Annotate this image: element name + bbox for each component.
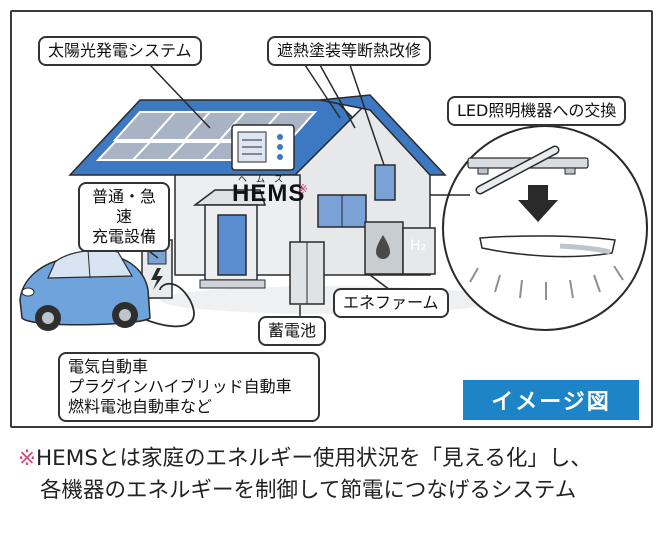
callout-lines [127,64,470,320]
footnote-line2: 各機器のエネルギーを制御して節電につなげるシステム [40,478,577,503]
vehicles-label-line3: 燃料電池自動車など [68,397,213,416]
hems-label: HEMS [232,180,306,207]
led-light-fixture [479,235,616,258]
charger-label: 普通・急速 充電設備 [78,182,170,252]
front-door [217,214,247,276]
h2-label: H₂ [410,238,427,254]
hems-note-mark: ※ [298,182,309,196]
image-figure-badge: イメージ図 [463,380,639,420]
ground-shadow [160,286,500,314]
gable-roof [319,94,447,176]
led-replacement-label: LED照明機器への交換 [447,96,627,126]
upper-window [374,164,396,201]
vehicles-label-line1: 電気自動車 [68,357,149,376]
insulation-label: 遮熱塗装等断熱改修 [267,36,432,66]
battery-label: 蓄電池 [258,316,327,346]
vehicles-label: 電気自動車 プラグインハイブリッド自動車 燃料電池自動車など [58,352,320,422]
charger-label-line1: 普通・急速 [91,187,156,226]
enefarm-unit-2 [402,227,436,275]
fluorescent-tube [477,147,558,193]
lightning-icon [151,268,163,290]
light-rays [469,265,624,300]
electric-car [19,249,151,331]
hems-ruby: ヘムス [238,175,293,185]
drop-icon [376,235,390,259]
down-arrow-icon [518,200,558,222]
solar-system-label: 太陽光発電システム [38,36,202,66]
vehicles-label-line2: プラグインハイブリッド自動車 [68,377,292,396]
footnote-text-1: HEMSとは家庭のエネルギー使用状況を「見える化」し、 [36,446,592,471]
charger-label-line2: 充電設備 [91,227,156,246]
footnote-mark: ※ [18,446,37,471]
enefarm-label: エネファーム [333,288,449,318]
footnote-line1: ※HEMSとは家庭のエネルギー使用状況を「見える化」し、 [18,446,592,472]
